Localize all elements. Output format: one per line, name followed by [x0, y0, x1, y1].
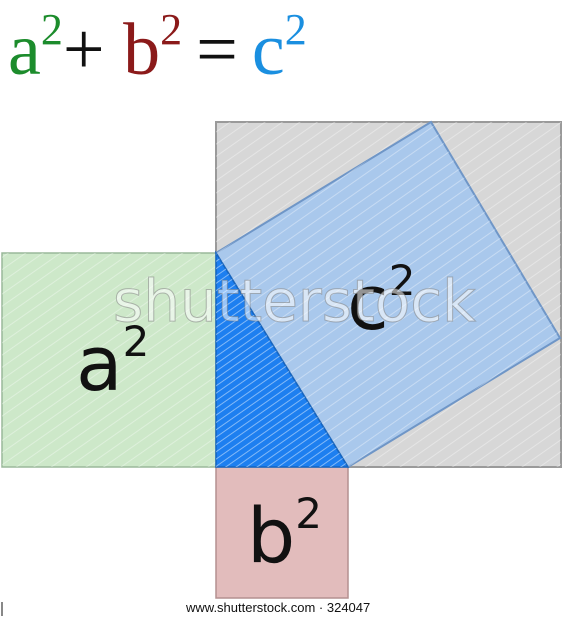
b-square-label: b2 — [247, 489, 322, 580]
equation-c-letter: c — [251, 9, 285, 91]
equation-a: a2 — [8, 2, 63, 98]
equation-b-exponent: 2 — [160, 5, 183, 54]
a-square-label: a2 — [76, 317, 149, 408]
equation-c: c2 — [252, 2, 307, 98]
equation-equals: = — [196, 9, 238, 91]
equation-a-exponent: 2 — [40, 5, 63, 54]
credit-text: www.shutterstock.com · 324047 — [186, 600, 371, 615]
equation-b-letter: b — [123, 9, 161, 91]
c-square-label: c2 — [347, 256, 416, 347]
equation-c-exponent: 2 — [284, 5, 307, 54]
equation-plus: + — [62, 9, 105, 91]
pythagorean-equation: a2+ b2=c2 — [8, 2, 307, 98]
a-square-texture — [2, 253, 216, 467]
right-triangle-texture — [216, 253, 348, 467]
watermark: shutterstock — [113, 267, 476, 335]
equation-a-letter: a — [8, 9, 41, 91]
b-square — [215, 466, 349, 599]
c-square-texture — [216, 122, 560, 467]
equation-b: b2 — [123, 2, 182, 98]
